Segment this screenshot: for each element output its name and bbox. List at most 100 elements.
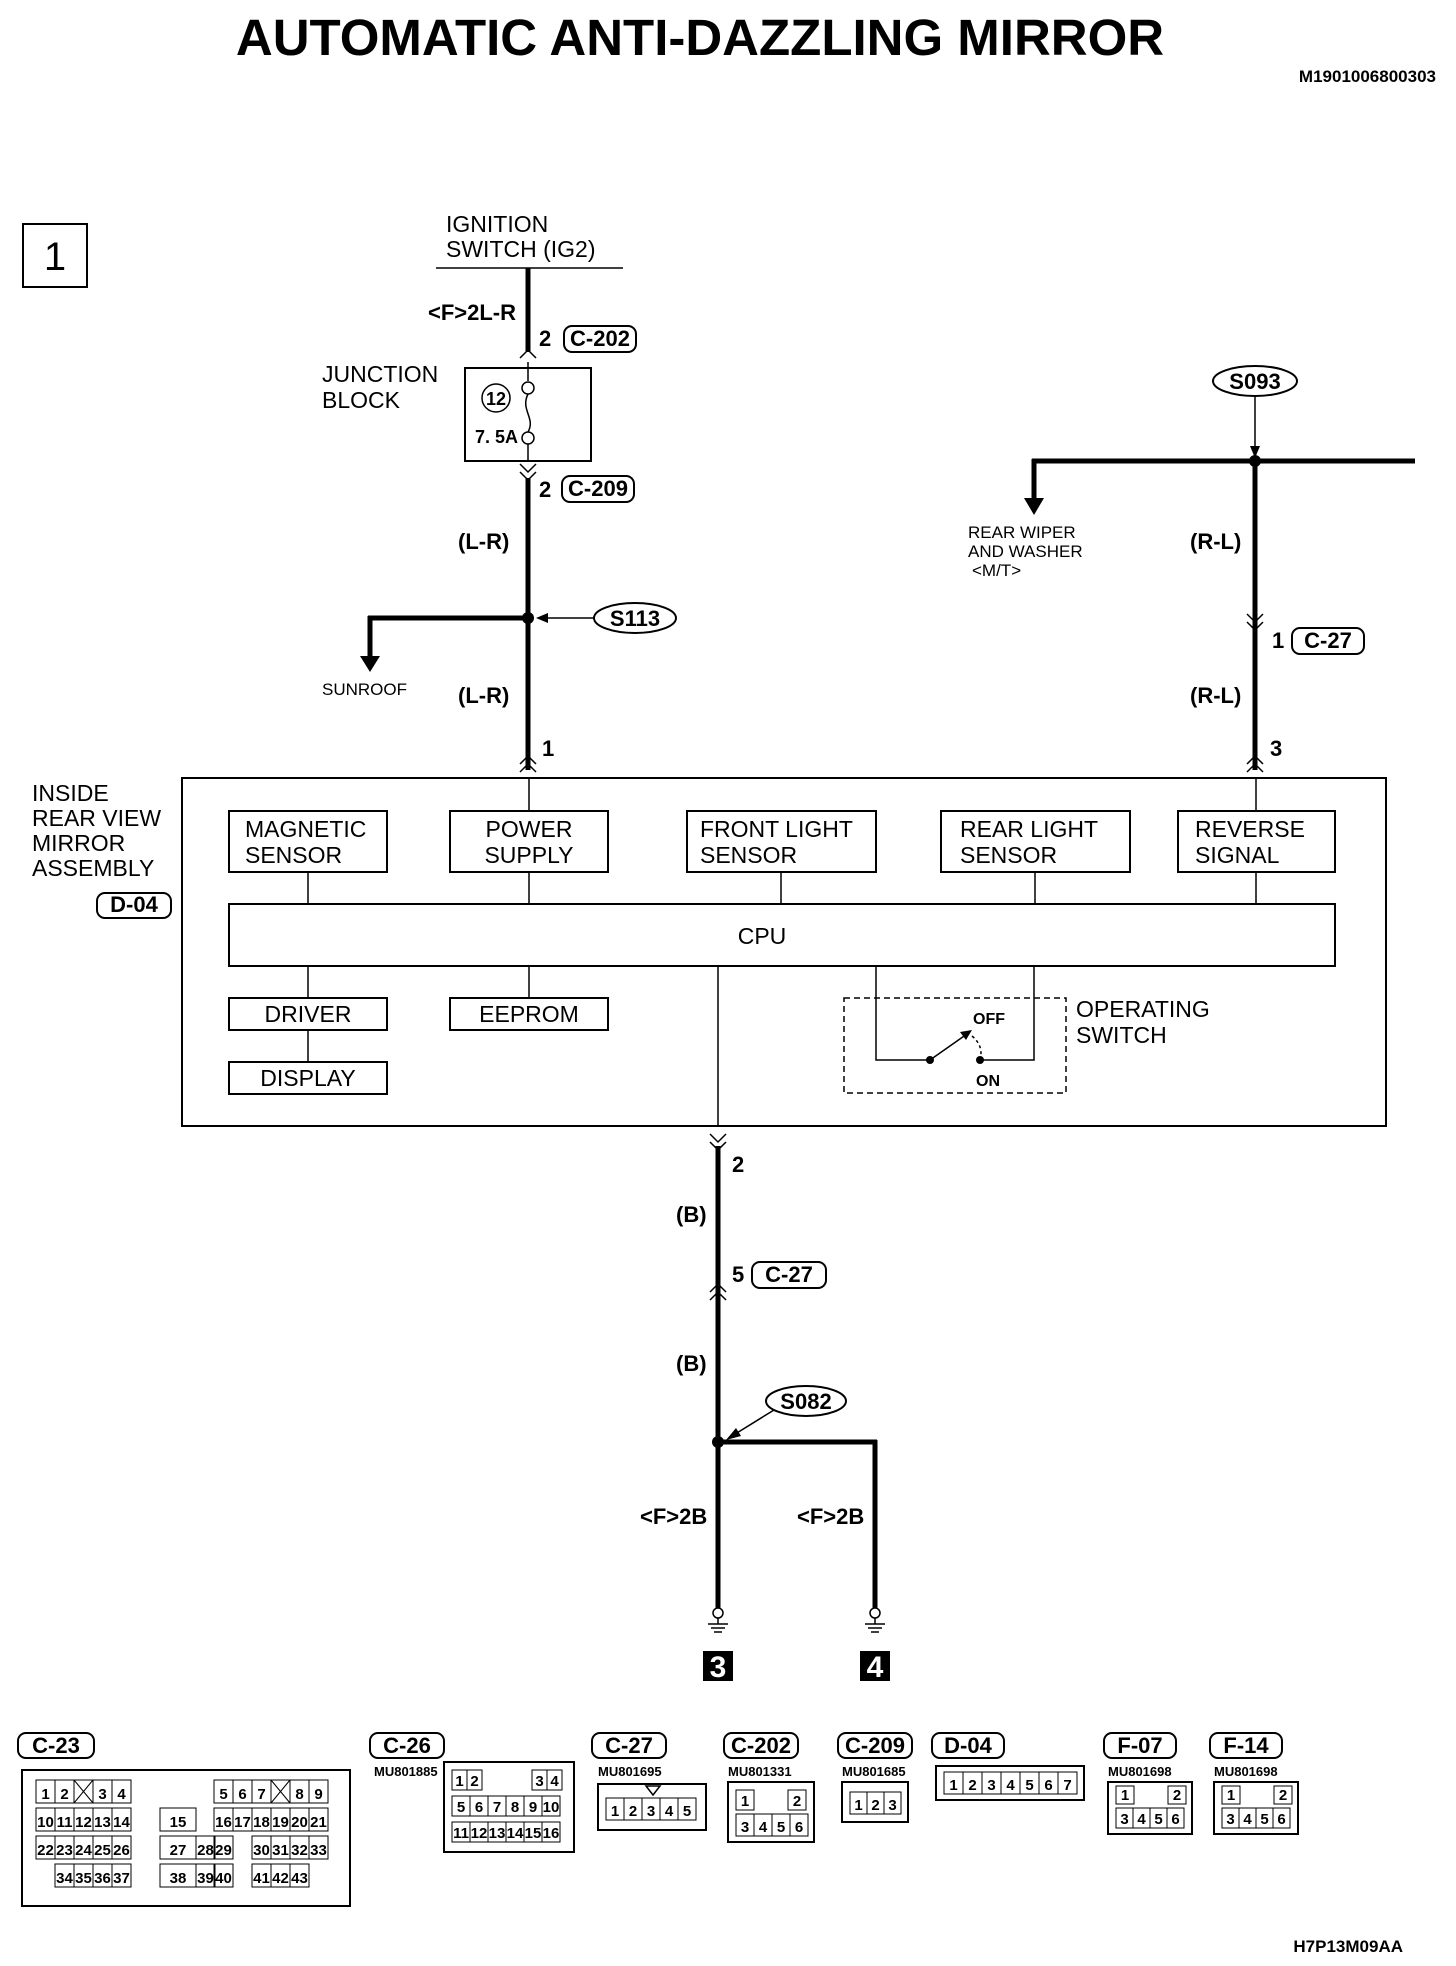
switch-lead-right [980,966,1035,1061]
chevron-pin1-a [519,754,537,765]
module-magnetic-sensor: MAGNETIC SENSOR [228,810,388,873]
pin-cell [111,1779,132,1804]
wire-label-f2b-left: <F>2B [640,1504,707,1529]
c202-tag [563,325,637,353]
pin-number: 39 [197,1870,214,1887]
rear-wiper-label-2: AND WASHER [968,542,1083,561]
chevron-c27-top-b [1246,621,1264,632]
page-number-box [22,223,88,288]
pin-number: 28 [197,1842,214,1859]
pin-number: 10 [37,1814,54,1831]
c27-top-tag [1291,627,1365,655]
eeprom-label: EEPROM [479,1001,579,1027]
pin-cell [541,1795,561,1817]
s113-label: S113 [610,606,660,631]
pin-number: 3 [987,1777,995,1794]
pin-number: 16 [215,1814,232,1831]
pin-number: 9 [529,1799,537,1816]
pin-number: 18 [253,1814,270,1831]
ignition-label-2: SWITCH (IG2) [446,236,596,262]
pin-cell [213,1863,234,1888]
pin-cell [308,1835,329,1860]
operating-switch-box [843,997,1067,1094]
svg-text:F-07: F-07 [1117,1733,1162,1758]
pin-number: 2 [793,1793,801,1810]
pin-number: 22 [37,1842,54,1859]
wire-label-rl-lower: (R-L) [1190,683,1241,708]
pin-number: 5 [1260,1811,1268,1828]
s082-label: S082 [780,1389,831,1414]
fuse-terminal-top [521,381,535,395]
pin-number: 36 [94,1870,111,1887]
module-front-light-sensor: FRONT LIGHT SENSOR [686,810,877,873]
assembly-label-2: REAR VIEW [32,805,161,831]
svg-text:MU801331: MU801331 [728,1764,792,1779]
pin-number: 9 [314,1786,322,1803]
svg-text:MU801685: MU801685 [842,1764,906,1779]
pin-number: 40 [215,1870,232,1887]
s082-tag [765,1385,847,1417]
ground-icon-4 [865,1607,885,1633]
pin-number: 38 [170,1870,187,1887]
wire-label-lr-upper: (L-R) [458,529,509,554]
module-rear-light-sensor: REAR LIGHT SENSOR [940,810,1131,873]
pin-number: 30 [253,1842,270,1859]
ignition-label-1: IGNITION [446,211,548,237]
ground-number-box-4 [860,1651,890,1681]
page-title: AUTOMATIC ANTI-DAZZLING MIRROR [236,9,1164,66]
footer-code: H7P13M09AA [1293,1937,1403,1956]
pin-cell [308,1779,329,1804]
svg-text:REAR LIGHT: REAR LIGHT [960,816,1098,842]
ground-number-3: 3 [710,1651,727,1684]
pin-number: 1 [854,1797,862,1814]
pin-number: 10 [543,1799,560,1816]
s093-pointer-arrow [1250,446,1260,458]
pin-number: 41 [253,1870,270,1887]
pin-cell [466,1769,483,1791]
mirror-pin2: 2 [732,1152,744,1177]
pin-number: 6 [1277,1811,1285,1828]
chevron-pin3-a [1246,754,1264,765]
pin-number: 3 [535,1773,543,1790]
ground-number-4: 4 [867,1651,884,1684]
ground-icon-3 [708,1607,728,1633]
pin-number: 21 [310,1814,327,1831]
pin-cell-cross [73,1779,94,1804]
pin-cell [1273,1785,1293,1805]
chevron-c27-bottom-b [709,1290,727,1301]
pin-number: 29 [215,1842,232,1859]
fuse-number-circle [481,383,511,413]
pin-cell [308,1807,329,1832]
c27-top-pin: 1 [1272,628,1284,653]
c209-tag [561,475,635,503]
switch-label-1: OPERATING [1076,996,1210,1022]
switch-lever-arrow [960,1030,972,1040]
junction-label-1: JUNCTION [322,361,438,387]
assembly-label-3: MIRROR [32,830,125,856]
svg-text:MU801695: MU801695 [598,1764,662,1779]
pin-number: 3 [98,1786,106,1803]
pin-number: 4 [665,1803,674,1820]
sunroof-label: SUNROOF [322,680,407,699]
pin-cell [213,1835,234,1860]
pin-number: 1 [455,1773,463,1790]
pin-number: 6 [1171,1811,1179,1828]
pin-number: 32 [291,1842,308,1859]
switch-lever [929,1033,968,1061]
chevron-c202 [519,348,537,359]
svg-text:C-209: C-209 [845,1733,905,1758]
pin-number: 15 [525,1825,542,1842]
pin-number: 1 [1121,1787,1129,1804]
pin-cell [289,1863,310,1888]
pin-number: 2 [629,1803,637,1820]
c209-label: C-209 [568,476,628,501]
assembly-label-1: INSIDE [32,780,109,806]
pin-number: 3 [647,1803,655,1820]
switch-contact [976,1056,984,1064]
pin-cell [1057,1771,1078,1795]
pin-number: 34 [56,1870,73,1887]
